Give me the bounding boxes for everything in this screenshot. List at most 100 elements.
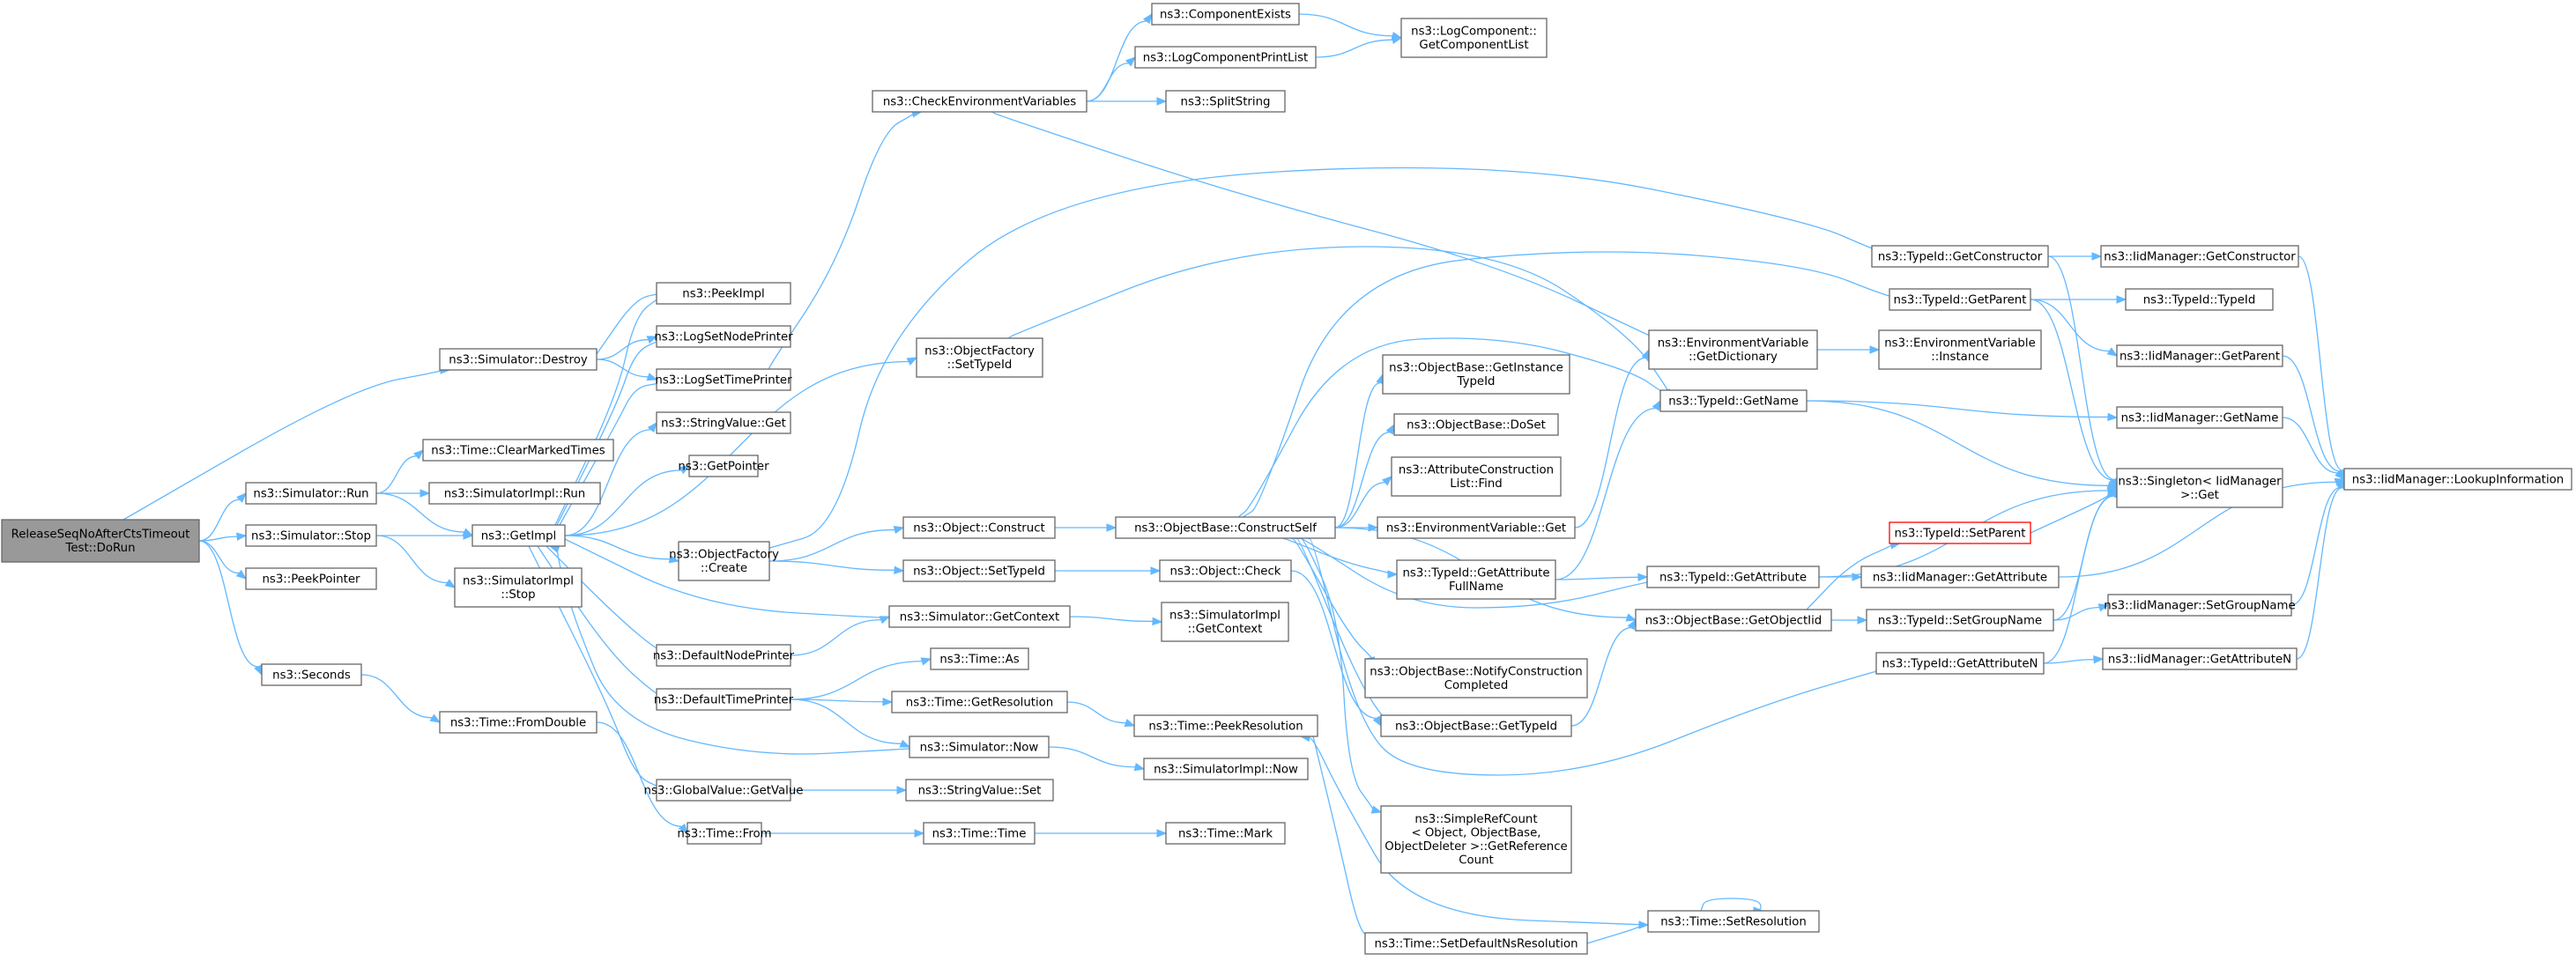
node-seconds[interactable]: ns3::Seconds (261, 663, 362, 686)
node-typesetparent[interactable]: ns3::TypeId::SetParent (1889, 521, 2031, 544)
node-lognode[interactable]: ns3::LogSetNodePrinter (654, 325, 793, 348)
node-label: ReleaseSeqNoAfterCtsTimeout (11, 529, 190, 542)
node-stringset[interactable]: ns3::StringValue::Set (905, 779, 1054, 802)
node-deftime[interactable]: ns3::DefaultTimePrinter (654, 688, 794, 711)
node-simgetctx[interactable]: ns3::Simulator::GetContext (888, 605, 1071, 628)
edge-logcomplist-to-logcompget (1315, 35, 1403, 58)
node-box (1161, 602, 1289, 642)
node-timefrom[interactable]: ns3::Time::From (677, 822, 772, 845)
node-setgroupname[interactable]: ns3::TypeId::SetGroupName (1866, 609, 2054, 632)
node-constructself[interactable]: ns3::ObjectBase::ConstructSelf (1115, 516, 1336, 539)
node-logcompget[interactable]: ns3::LogComponent::GetComponentList (1400, 18, 1548, 58)
node-simnow[interactable]: ns3::Simulator::Now (909, 736, 1050, 758)
node-simimplgetctx[interactable]: ns3::SimulatorImpl::GetContext (1161, 602, 1289, 642)
node-splitstring[interactable]: ns3::SplitString (1165, 90, 1286, 113)
node-label: ns3::SplitString (1181, 95, 1271, 108)
node-box (1648, 329, 1818, 370)
node-objcheck[interactable]: ns3::Object::Check (1159, 559, 1292, 582)
node-box (1364, 658, 1588, 699)
node-label: ns3::Time::FromDouble (450, 716, 586, 729)
node-iidgetname[interactable]: ns3::IidManager::GetName (2116, 406, 2283, 429)
node-typegetattr[interactable]: ns3::TypeId::GetAttribute (1646, 566, 1820, 588)
edge-line (564, 360, 909, 536)
node-getpointer[interactable]: ns3::GetPointer (678, 455, 769, 477)
node-label: ns3::ObjectBase::GetTypeId (1395, 720, 1557, 733)
node-envinstance[interactable]: ns3::EnvironmentVariable::Instance (1878, 329, 2042, 370)
node-envgetdict[interactable]: ns3::EnvironmentVariable::GetDictionary (1648, 329, 1818, 370)
node-stringget[interactable]: ns3::StringValue::Get (656, 411, 791, 434)
node-peekimpl[interactable]: ns3::PeekImpl (656, 282, 791, 305)
node-peekptr[interactable]: ns3::PeekPointer (245, 567, 377, 590)
edge-line (1290, 570, 1377, 719)
node-setdefns[interactable]: ns3::Time::SetDefaultNsResolution (1364, 932, 1588, 955)
node-timemark[interactable]: ns3::Time::Mark (1165, 822, 1286, 845)
node-gvget[interactable]: ns3::GlobalValue::GetValue (644, 779, 804, 802)
node-simimplrun[interactable]: ns3::SimulatorImpl::Run (428, 482, 601, 505)
node-timegetres[interactable]: ns3::Time::GetResolution (891, 691, 1068, 713)
node-defnode[interactable]: ns3::DefaultNodePrinter (653, 644, 795, 667)
node-label: ns3::IidManager::LookupInformation (2352, 473, 2564, 486)
node-getattrn[interactable]: ns3::TypeId::GetAttributeN (1875, 652, 2045, 675)
node-ofcreate[interactable]: ns3::ObjectFactory::Create (669, 541, 779, 581)
edge-getattrfull-to-typegetname (1555, 399, 1661, 580)
node-simimplstop[interactable]: ns3::SimulatorImpl::Stop (454, 567, 583, 608)
edge-line (198, 499, 241, 542)
node-peekres[interactable]: ns3::Time::PeekResolution (1133, 714, 1318, 737)
node-box (471, 524, 566, 547)
node-checkenv[interactable]: ns3::CheckEnvironmentVariables (872, 90, 1088, 113)
node-iidsetgroup[interactable]: ns3::IidManager::SetGroupName (2104, 594, 2296, 617)
node-getconstructor[interactable]: ns3::TypeId::GetConstructor (1871, 245, 2049, 268)
node-run[interactable]: ns3::Simulator::Run (245, 482, 377, 505)
node-getobjectiid[interactable]: ns3::ObjectBase::GetObjectIid (1635, 609, 1832, 632)
node-box (2107, 594, 2292, 617)
arrowhead-icon (2107, 412, 2119, 422)
edge-timegetres-to-peekres (1066, 701, 1136, 727)
node-box (872, 90, 1088, 113)
node-logtime[interactable]: ns3::LogSetTimePrinter (655, 368, 792, 391)
node-timeas[interactable]: ns3::Time::As (930, 647, 1029, 670)
edge-line (2290, 486, 2342, 606)
node-typegetname[interactable]: ns3::TypeId::GetName (1659, 389, 1808, 412)
edge-timetime-to-timemark (1035, 829, 1168, 838)
node-timetime[interactable]: ns3::Time::Time (923, 822, 1036, 845)
node-label: GetComponentList (1419, 39, 1528, 52)
node-objsettype[interactable]: ns3::Object::SetTypeId (902, 559, 1056, 582)
node-stop[interactable]: ns3::Simulator::Stop (245, 524, 377, 547)
node-simplerefcount[interactable]: ns3::SimpleRefCount< Object, ObjectBase,… (1380, 805, 1572, 874)
edge-line (1309, 736, 1650, 926)
node-timesetres[interactable]: ns3::Time::SetResolution (1647, 910, 1820, 933)
node-label: ns3::GetPointer (678, 460, 769, 473)
node-singleton[interactable]: ns3::Singleton< IidManager>::Get (2116, 468, 2283, 508)
node-clearmarked[interactable]: ns3::Time::ClearMarkedTimes (422, 439, 614, 462)
arrowhead-icon (1625, 613, 1637, 622)
node-objconstruct[interactable]: ns3::Object::Construct (902, 516, 1056, 539)
edge-line (2030, 299, 2110, 352)
node-iidgetctor[interactable]: ns3::IidManager::GetConstructor (2100, 245, 2299, 268)
node-iidgetparent[interactable]: ns3::IidManager::GetParent (2116, 344, 2283, 367)
node-simimplnow[interactable]: ns3::SimulatorImpl::Now (1143, 758, 1309, 780)
node-iidgetattr[interactable]: ns3::IidManager::GetAttribute (1860, 566, 2060, 588)
edge-iidgetattrn-to-lookup (2296, 477, 2346, 660)
node-logcomplist[interactable]: ns3::LogComponentPrintList (1134, 46, 1317, 69)
node-ofsettype[interactable]: ns3::ObjectFactory::SetTypeId (916, 337, 1043, 378)
node-notify[interactable]: ns3::ObjectBase::NotifyConstructionCompl… (1364, 658, 1588, 699)
node-compexists[interactable]: ns3::ComponentExists (1151, 3, 1300, 26)
node-destroy[interactable]: ns3::Simulator::Destroy (439, 348, 598, 371)
node-label: ns3::TypeId::SetParent (1894, 527, 2025, 540)
node-fromdouble[interactable]: ns3::Time::FromDouble (439, 711, 598, 734)
node-lookup[interactable]: ns3::IidManager::LookupInformation (2343, 468, 2572, 491)
arrowhead-icon (1150, 566, 1162, 575)
node-typegetparent[interactable]: ns3::TypeId::GetParent (1889, 288, 2031, 311)
node-getypeid[interactable]: ns3::ObjectBase::GetTypeId (1380, 714, 1572, 737)
node-label: ns3::GlobalValue::GetValue (644, 784, 804, 797)
edge-getconstructor-to-iidgetctor (2047, 252, 2103, 261)
node-getimpl[interactable]: ns3::GetImpl (471, 524, 566, 547)
node-envget[interactable]: ns3::EnvironmentVariable::Get (1377, 516, 1576, 539)
node-typeidtypeid[interactable]: ns3::TypeId::TypeId (2125, 288, 2274, 311)
node-doset[interactable]: ns3::ObjectBase::DoSet (1393, 413, 1559, 436)
node-iidgetattrn[interactable]: ns3::IidManager::GetAttributeN (2102, 647, 2298, 670)
